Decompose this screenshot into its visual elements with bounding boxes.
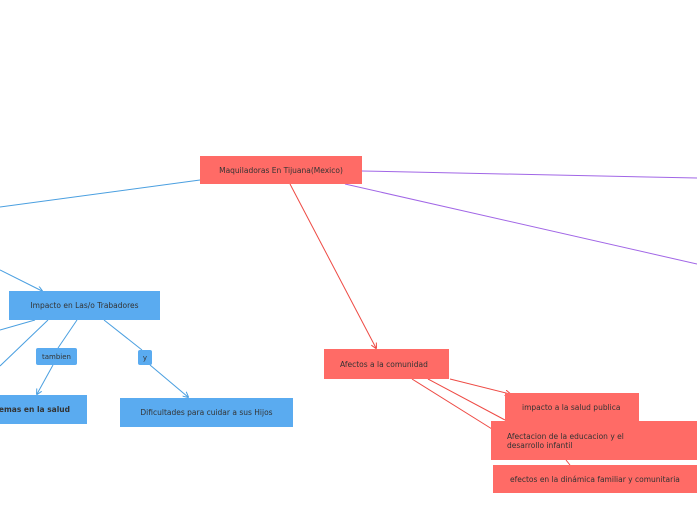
edge-impacto-to-left-b: [0, 319, 49, 367]
edge-impacto-to-tambien: [57, 319, 78, 349]
edge-root-to-right-a: [361, 170, 697, 179]
edge-educacion-to-dinamica: [565, 459, 571, 466]
edge-root-to-right-b: [344, 183, 697, 265]
node-salud-publica[interactable]: impacto a la salud publica: [505, 393, 639, 421]
edge-y-to-dificultades: [149, 364, 188, 397]
node-afectos-comunidad[interactable]: Afectos a la comunidad: [324, 349, 449, 379]
node-root[interactable]: Maquiladoras En Tijuana(Mexico): [200, 156, 362, 184]
node-y[interactable]: y: [138, 350, 152, 365]
node-dificultades[interactable]: Dificultades para cuidar a sus Hijos: [120, 398, 293, 427]
edge-root-to-afectos: [289, 183, 376, 348]
edge-afectos-to-educacion: [427, 378, 506, 421]
edge-tambien-to-problemas: [37, 364, 54, 394]
edge-afectos-to-salud-publica: [449, 378, 510, 394]
edge-left-to-impacto-trabajadores: [0, 269, 42, 291]
node-tambien[interactable]: tambien: [36, 348, 77, 365]
node-problemas-salud[interactable]: blemas en la salud: [0, 395, 87, 424]
edge-afectos-to-dinamica: [411, 378, 501, 435]
node-dinamica[interactable]: efectos en la dinámica familiar y comuni…: [493, 465, 697, 493]
edge-impacto-to-left-a: [0, 319, 36, 331]
edge-root-to-left-offscreen: [0, 179, 201, 208]
node-educacion[interactable]: Afectacion de la educacion y el desarrol…: [491, 421, 697, 460]
node-impacto-trabajadores[interactable]: Impacto en Las/o Trabadores: [9, 291, 160, 320]
edge-impacto-to-y: [103, 319, 143, 351]
